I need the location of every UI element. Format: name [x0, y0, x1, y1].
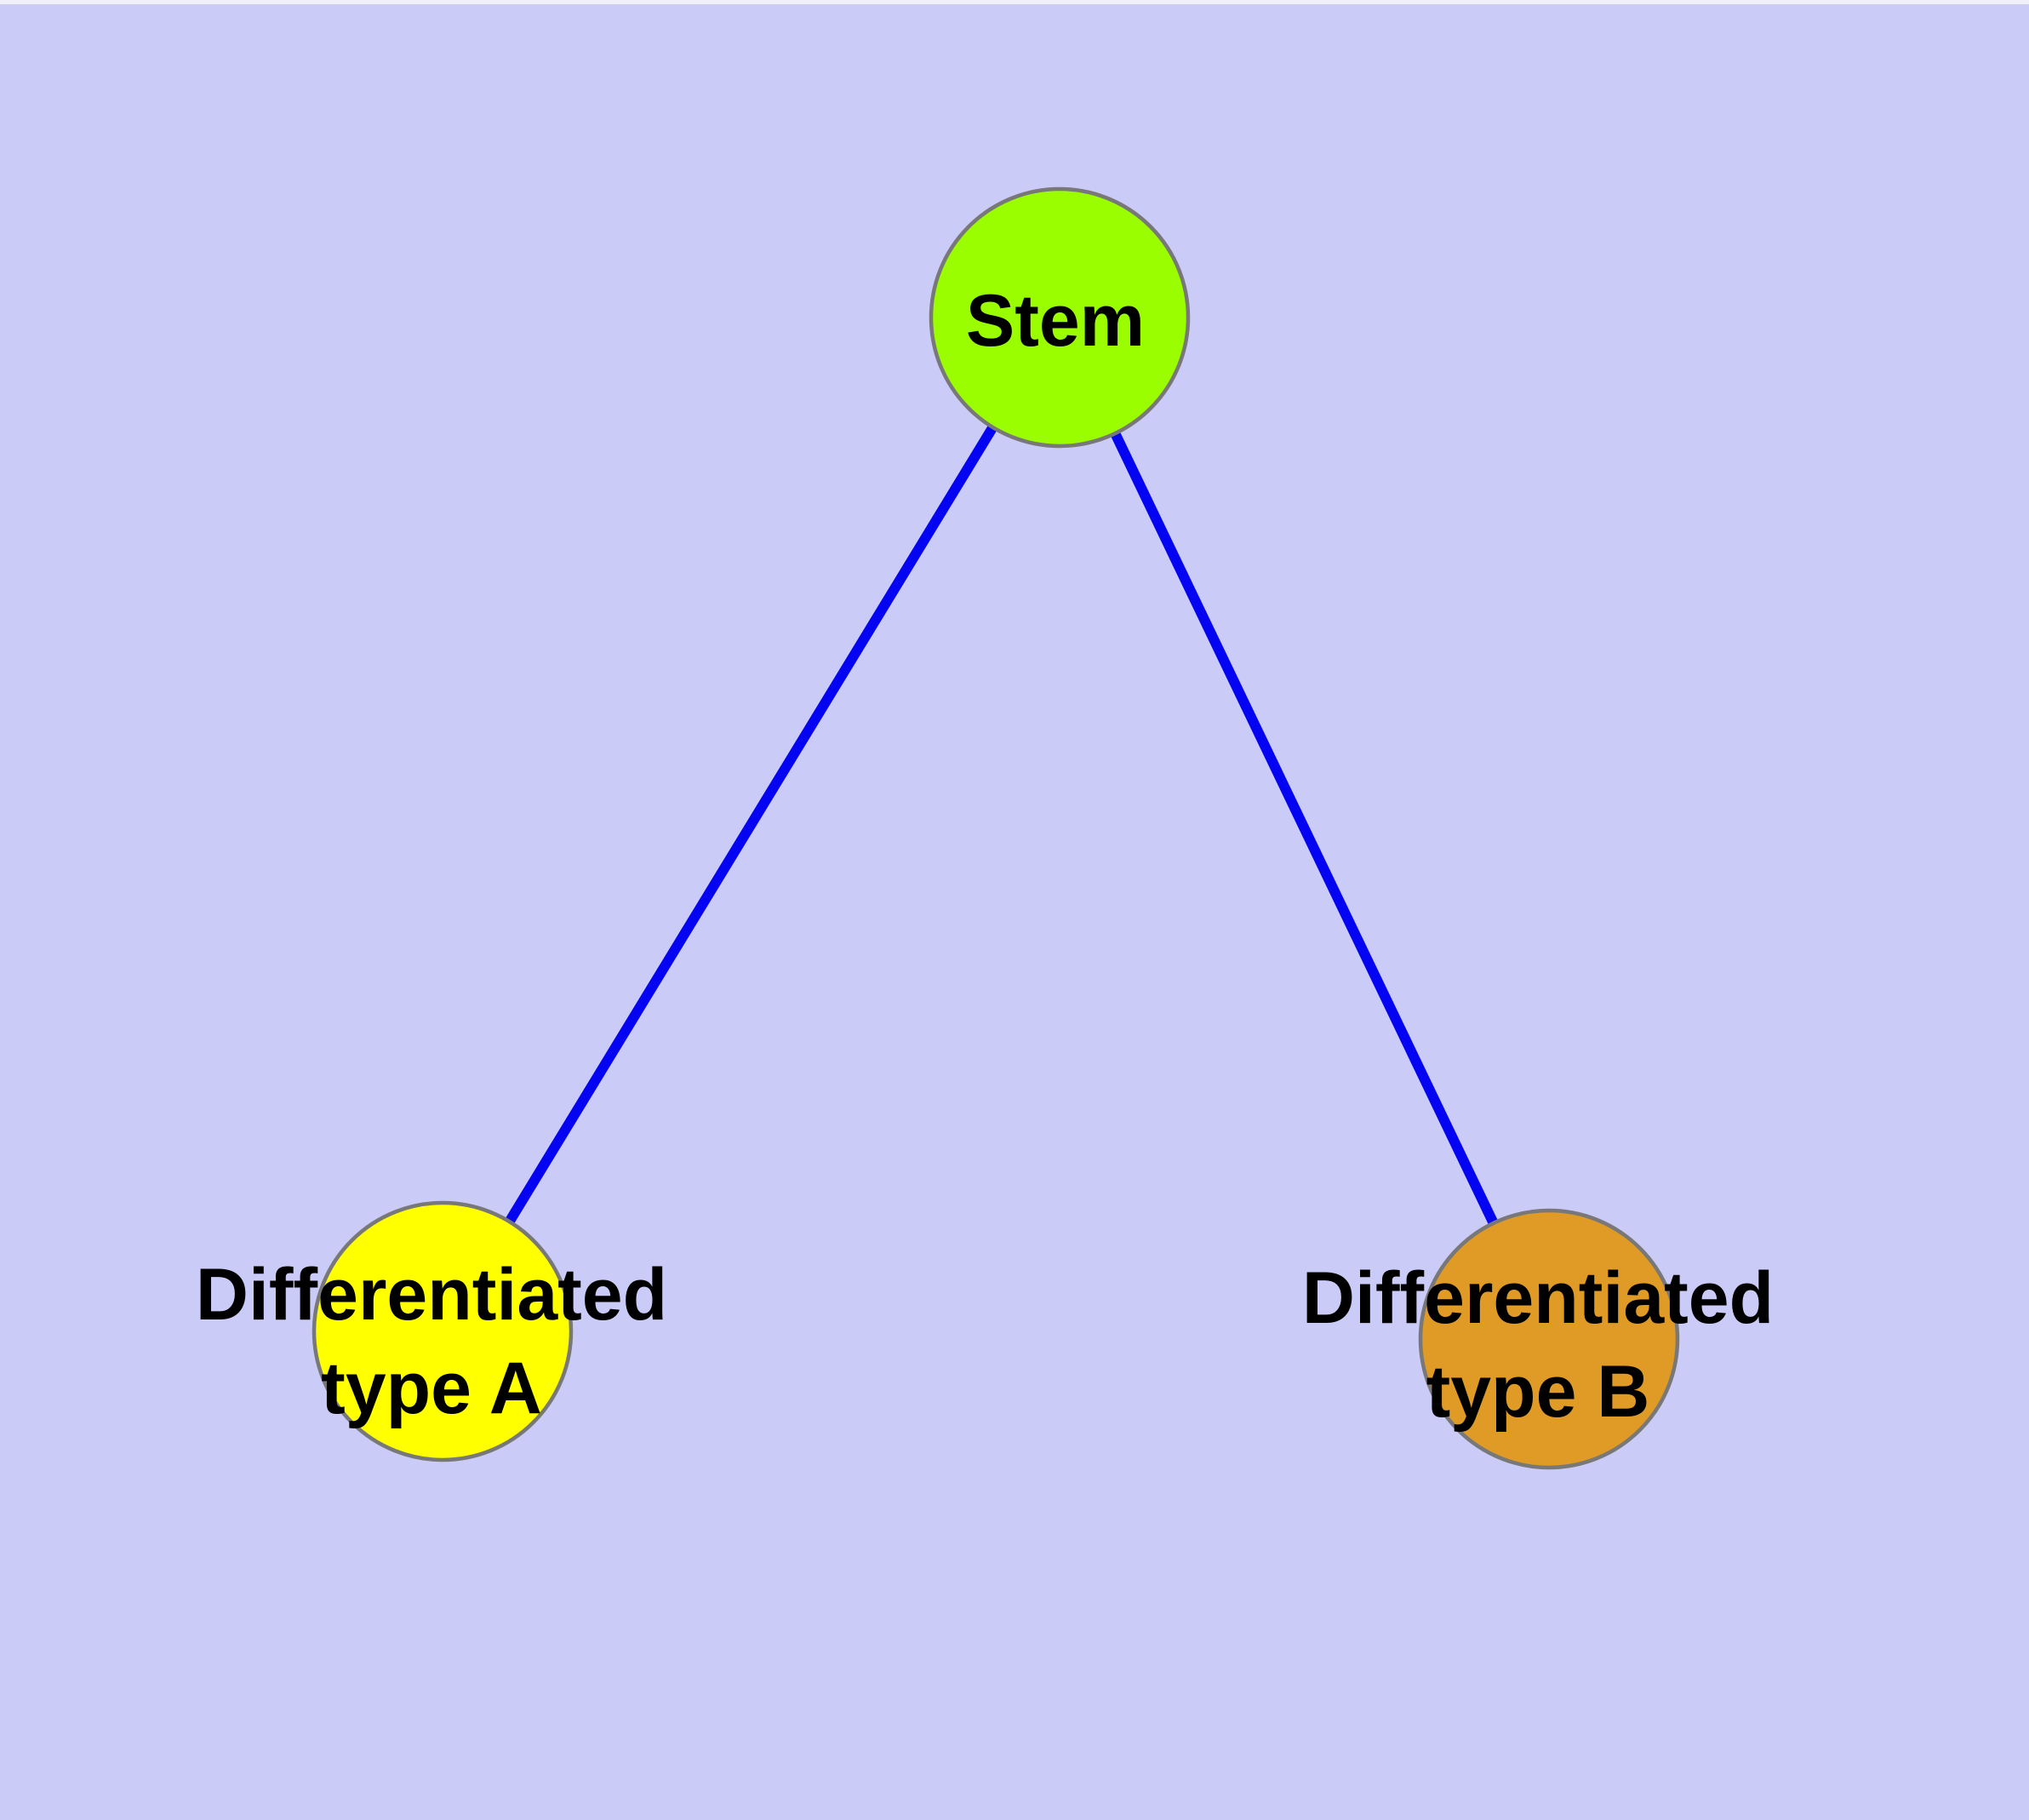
edge-stem-to-type-a	[437, 314, 1065, 1335]
node-type-a-circle	[311, 1200, 574, 1462]
node-type-a-label-line-1: Differentiated	[195, 1254, 668, 1336]
node-stem-circle	[929, 186, 1191, 449]
top-edge-strip	[0, 0, 2029, 4]
node-type-b-label-line-2: type B	[1426, 1351, 1650, 1433]
node-type-a-label-line-2: type A	[321, 1348, 542, 1429]
node-type-b-label-line-1: Differentiated	[1301, 1257, 1775, 1339]
node-type-b-circle	[1418, 1208, 1680, 1470]
node-type-a-label: Differentiated type A	[196, 1248, 667, 1435]
node-stem-label-line: Stem	[965, 280, 1146, 362]
node-type-b-label: Differentiated type B	[1302, 1251, 1774, 1439]
node-stem-label: Stem	[966, 274, 1145, 368]
edge-stem-to-type-b	[1055, 315, 1554, 1342]
